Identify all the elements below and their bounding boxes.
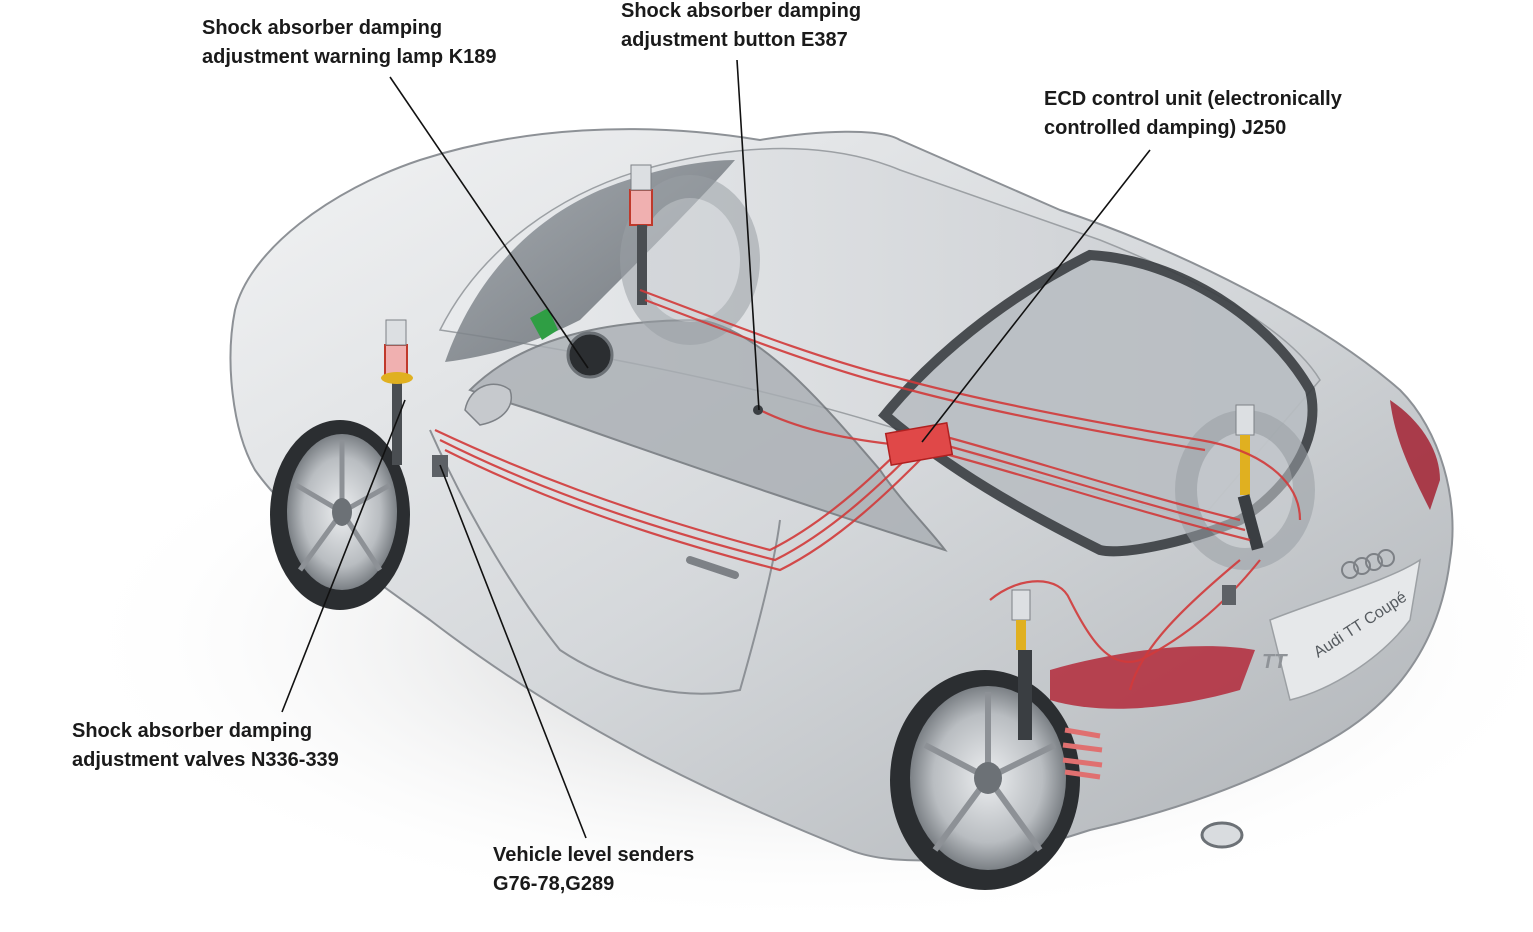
strut-front-left — [381, 319, 413, 465]
label-level-senders: Vehicle level senders G76-78,G289 — [493, 841, 694, 899]
instrument-cluster — [566, 331, 614, 379]
strut-rear-left — [1011, 589, 1103, 780]
label-warning-lamp-line2: adjustment warning lamp K189 — [202, 46, 497, 68]
door-line — [429, 429, 781, 695]
tail-light-right — [1050, 646, 1255, 709]
ecd-control-unit — [884, 421, 954, 467]
strut-rear-right — [1235, 404, 1264, 551]
door-handle — [686, 556, 739, 579]
label-control-unit: ECD control unit (electronically control… — [1044, 85, 1342, 143]
label-valves-line2: adjustment valves N336-339 — [72, 749, 339, 771]
rear-panel — [1269, 558, 1422, 701]
exhaust-pipe — [1200, 821, 1244, 849]
label-warning-lamp: Shock absorber damping adjustment warnin… — [202, 14, 497, 72]
label-control-unit-line1: ECD control unit (electronically — [1044, 88, 1342, 110]
side-mirror — [464, 383, 512, 426]
label-level-senders-line1: Vehicle level senders — [493, 844, 695, 866]
label-button-line1: Shock absorber damping — [621, 0, 862, 22]
warning-lamp — [530, 308, 558, 340]
label-button-line2: adjustment button E387 — [621, 29, 848, 51]
label-valves-line1: Shock absorber damping — [72, 720, 313, 742]
tail-light-left — [1390, 400, 1440, 510]
strut-front-right — [629, 164, 653, 305]
front-right-wheel — [620, 175, 760, 345]
label-level-senders-line2: G76-78,G289 — [493, 873, 615, 895]
label-button: Shock absorber damping adjustment button… — [621, 0, 861, 55]
leader-lines — [281, 59, 1151, 839]
leader-control-unit — [921, 149, 1151, 443]
tt-badge: TT — [1262, 651, 1288, 673]
audi-rings-logo — [1341, 549, 1395, 579]
damping-button — [753, 405, 763, 415]
leader-button — [736, 59, 760, 411]
level-sender-rear — [1222, 585, 1236, 605]
leader-valves — [281, 399, 406, 713]
label-warning-lamp-line1: Shock absorber damping — [202, 17, 443, 39]
rear-left-wheel — [890, 670, 1080, 890]
leader-level-senders — [439, 464, 587, 839]
front-left-wheel — [270, 420, 410, 610]
wiring-harness — [434, 288, 1302, 691]
label-control-unit-line2: controlled damping) J250 — [1044, 117, 1287, 139]
label-valves: Shock absorber damping adjustment valves… — [72, 717, 339, 775]
leader-warning-lamp — [389, 76, 589, 369]
